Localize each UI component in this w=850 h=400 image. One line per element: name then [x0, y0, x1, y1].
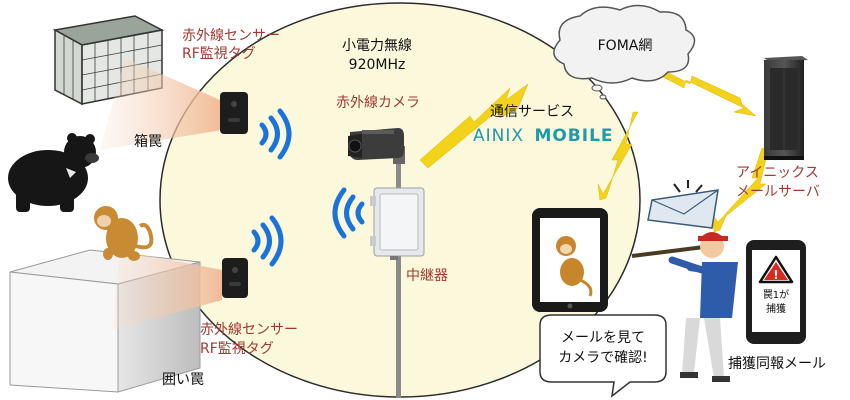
capture-mail-label: 捕獲同報メール — [728, 356, 826, 372]
ir-sensor-tag-bottom — [222, 258, 248, 298]
ir-camera-label: 赤外線カメラ — [336, 95, 420, 111]
bubble-text-line1: メールを見て — [561, 330, 645, 346]
sensor-bottom-label-line1: 赤外線センサー — [200, 322, 298, 338]
lightning-foma-to-server — [639, 59, 757, 117]
ir-camera-illustration — [348, 128, 405, 164]
ainix-mobile-logo: AINIX MOBILE — [473, 126, 614, 146]
capture-alert-phone: ! — [746, 240, 806, 344]
sensor-bottom-label-line2: RF監視タグ — [200, 341, 274, 357]
radio-wave-icon-sensor-bottom — [251, 215, 284, 267]
tablet-camera-view — [532, 208, 608, 312]
ainix-server-label-line1: アイニックス — [736, 165, 819, 181]
bear-illustration — [8, 133, 99, 212]
radio-wave-icon-sensor-top — [259, 108, 292, 160]
sensor-top-label-line2: RF監視タグ — [182, 46, 256, 62]
monkey-on-screen-icon — [556, 236, 593, 297]
hunter-illustration — [631, 232, 738, 382]
lightning-bolts — [419, 59, 769, 233]
relay-box-illustration — [370, 187, 425, 260]
ainix-server-label-line2: メールサーバ — [736, 184, 820, 200]
svg-text:!: ! — [773, 268, 778, 282]
mail-envelope-icon — [647, 189, 719, 229]
relay-label: 中継器 — [406, 268, 448, 284]
ir-beam-bottom — [112, 250, 222, 330]
foma-cloud — [553, 4, 696, 100]
mail-server-illustration — [764, 56, 808, 160]
ir-sensor-tag-top — [220, 92, 248, 134]
radio-label-line1: 小電力無線 — [342, 38, 412, 54]
bubble-text-line2: カメラで確認! — [558, 350, 648, 366]
phone-screen-text-line2: 捕獲 — [766, 304, 786, 315]
enclosure-trap-label: 囲い罠 — [162, 372, 204, 388]
foma-label: FOMA網 — [597, 38, 653, 54]
relay-pole — [396, 160, 401, 398]
box-trap-label: 箱罠 — [134, 134, 162, 150]
radio-wave-icon-relay — [332, 187, 365, 239]
speech-bubble — [539, 314, 667, 398]
lightning-camera-to-foma — [419, 83, 529, 169]
radio-label-line2: 920MHz — [348, 57, 406, 73]
alert-marks — [673, 180, 703, 193]
lightning-foma-to-phone — [597, 111, 639, 201]
sensor-top-label-line1: 赤外線センサー — [182, 28, 280, 44]
lightning-server-to-hunter — [711, 147, 769, 233]
phone-screen-text-line1: 罠1が — [762, 290, 790, 301]
comm-service-label: 通信サービス — [490, 104, 574, 120]
ir-beam-top — [100, 58, 222, 150]
monkey-illustration — [94, 206, 154, 261]
